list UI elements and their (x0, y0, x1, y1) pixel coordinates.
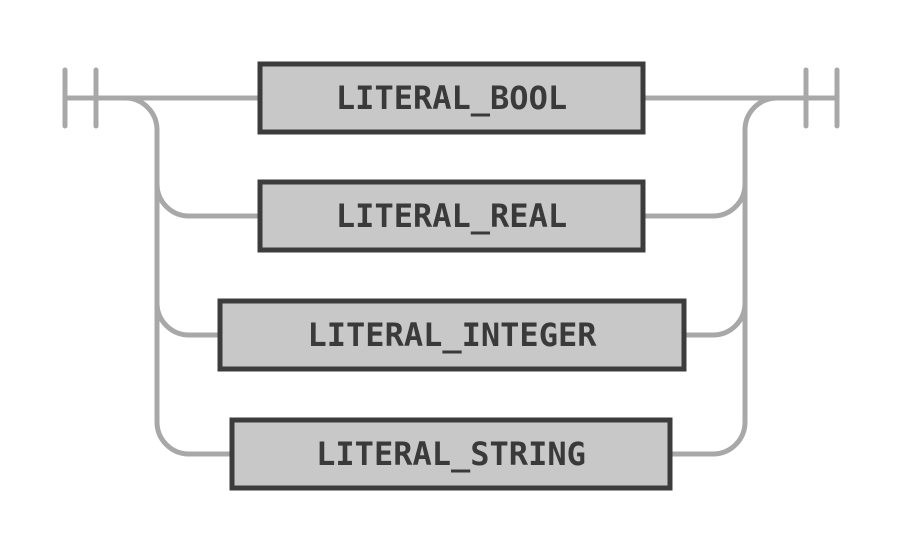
terminal-literal-string: LITERAL_STRING (229, 417, 673, 491)
terminal-literal-integer: LITERAL_INTEGER (217, 298, 687, 372)
terminal-literal-bool: LITERAL_BOOL (257, 61, 646, 135)
left-branch (122, 95, 235, 457)
terminal-label: LITERAL_BOOL (336, 79, 567, 117)
right-branch-real (640, 181, 748, 219)
terminal-label: LITERAL_REAL (336, 197, 567, 235)
terminal-literal-real: LITERAL_REAL (257, 179, 646, 253)
right-branch-integer (681, 300, 748, 338)
right-branch (667, 95, 780, 457)
left-branch-integer (154, 300, 223, 338)
terminal-label: LITERAL_STRING (316, 435, 586, 473)
left-branch-real (154, 181, 263, 219)
terminal-label: LITERAL_INTEGER (308, 316, 598, 354)
